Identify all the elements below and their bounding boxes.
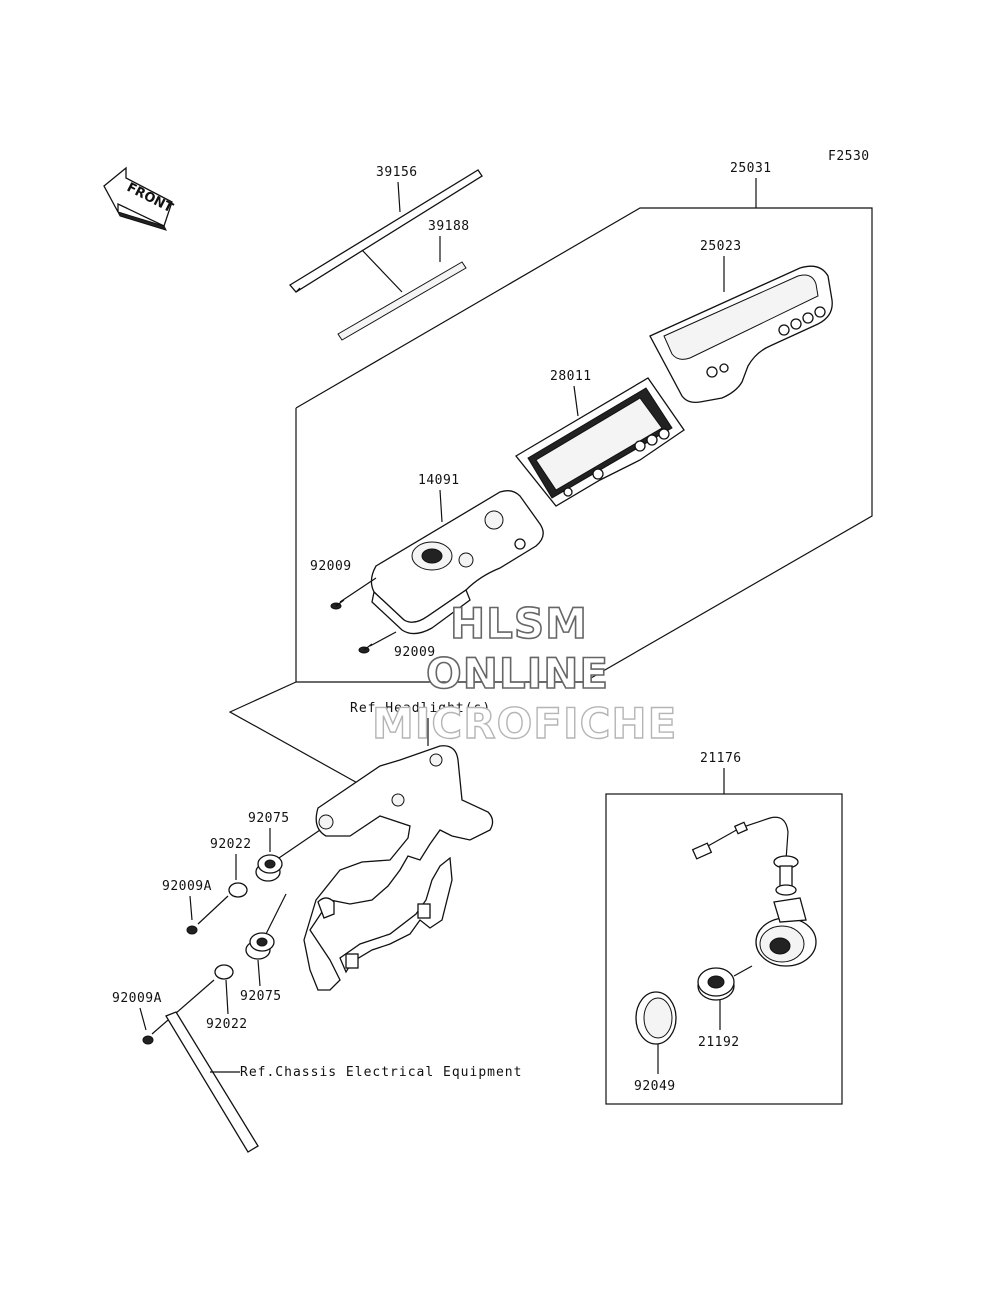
label-92049: 92049: [634, 1079, 676, 1094]
label-28011: 28011: [550, 369, 592, 384]
label-92009A-lower: 92009A: [112, 991, 162, 1006]
bolt-92009A-lower: [142, 1035, 154, 1045]
chassis-rod: [165, 1011, 259, 1153]
speedometer-gear-housing: [755, 897, 817, 967]
bolt-92009A-upper: [186, 925, 198, 935]
grommet-92075-lower: [245, 932, 275, 960]
watermark-line3: MICROFICHE: [372, 699, 677, 748]
meter-unit-28011: [515, 377, 685, 507]
label-25031: 25031: [730, 161, 772, 176]
drive-gear-21192: [697, 965, 753, 1001]
washer-92022-upper: [228, 882, 248, 898]
ref-chassis: Ref.Chassis Electrical Equipment: [240, 1065, 522, 1080]
label-92022-lower: 92022: [206, 1017, 248, 1032]
oil-seal-92049: [635, 991, 677, 1045]
headlight-bracket: [303, 745, 494, 991]
watermark: HLSM ONLINE MICROFICHE: [371, 598, 677, 749]
screw-92009-upper: [330, 599, 345, 610]
watermark-line1: HLSM: [450, 599, 588, 648]
label-92009-lower: 92009: [394, 645, 436, 660]
label-39188: 39188: [428, 219, 470, 234]
watermark-line2: ONLINE: [426, 649, 609, 698]
label-21176: 21176: [700, 751, 742, 766]
label-25023: 25023: [700, 239, 742, 254]
meter-cover-25023: [649, 265, 833, 404]
label-21192: 21192: [698, 1035, 740, 1050]
screw-92009-lower: [358, 643, 373, 654]
ref-headlight: Ref.Headlight(s): [350, 701, 491, 716]
front-arrow-icon: FRONT: [103, 166, 175, 231]
label-92009A-upper: 92009A: [162, 879, 212, 894]
diagram-code: F2530: [828, 149, 870, 164]
screen-film-39188: [337, 261, 467, 341]
speedometer-box-21176: [605, 793, 843, 1105]
washer-92022-lower: [214, 964, 234, 980]
label-39156: 39156: [376, 165, 418, 180]
screen-cover-39156: [289, 169, 483, 293]
meter-case-14091: [370, 490, 544, 635]
speedometer-cable: [691, 816, 799, 896]
label-92075-lower: 92075: [240, 989, 282, 1004]
label-92009-upper: 92009: [310, 559, 352, 574]
grommet-92075-upper: [255, 854, 283, 882]
label-14091: 14091: [418, 473, 460, 488]
label-92075-upper: 92075: [248, 811, 290, 826]
label-92022-upper: 92022: [210, 837, 252, 852]
